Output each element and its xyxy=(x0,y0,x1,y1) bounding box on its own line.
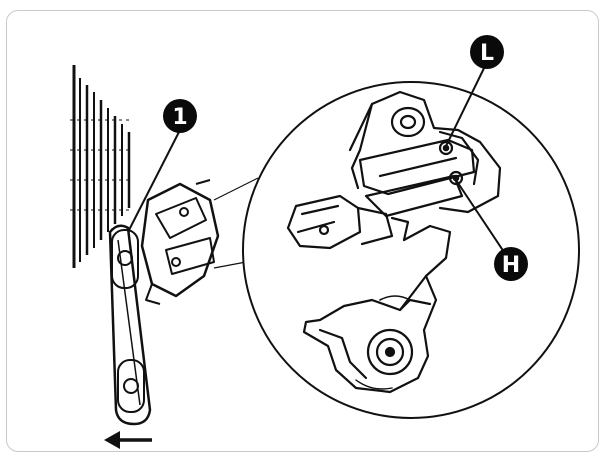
arrow-left-icon xyxy=(104,431,152,449)
low-limit-label: L xyxy=(480,41,494,66)
magnified-view-circle xyxy=(242,81,580,419)
step-1-badge: 1 xyxy=(163,99,197,133)
step-1-pointer-line xyxy=(127,129,181,233)
zoom-connector-top xyxy=(213,177,259,201)
step-1-label: 1 xyxy=(172,105,187,130)
high-limit-label: H xyxy=(502,253,520,278)
high-limit-badge: H xyxy=(494,247,528,281)
low-limit-badge: L xyxy=(470,35,504,69)
low-screw-pointer-line xyxy=(445,59,489,147)
zoom-connector-bottom xyxy=(213,261,247,269)
high-screw-pointer-line xyxy=(455,179,509,259)
derailleur-magnified-view xyxy=(286,90,502,394)
derailleur-small-view xyxy=(108,179,220,426)
cassette xyxy=(70,65,133,268)
